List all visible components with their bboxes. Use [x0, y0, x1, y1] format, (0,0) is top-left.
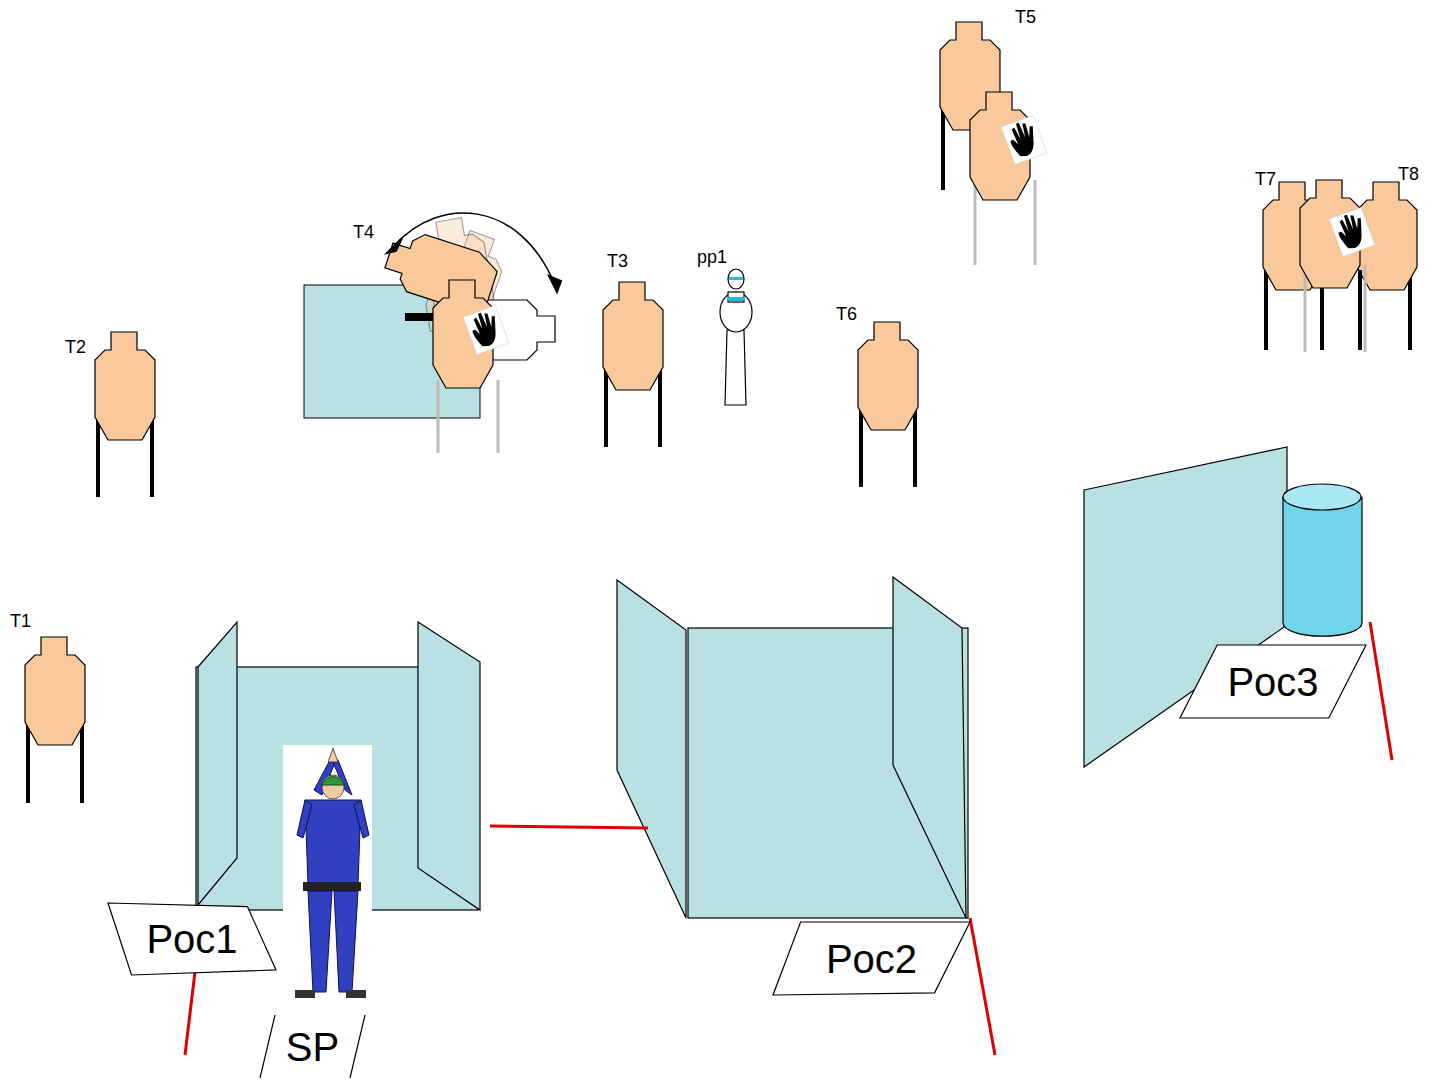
wall — [617, 577, 968, 918]
position-label: Poc3 — [1227, 662, 1318, 702]
position-label: Poc1 — [146, 919, 237, 959]
target-label: pp1 — [697, 248, 727, 266]
target-label: T7 — [1255, 170, 1276, 188]
position-box: Poc3 — [1180, 645, 1366, 718]
wall — [196, 622, 480, 910]
shooter — [283, 745, 372, 1003]
target-group — [940, 22, 1047, 265]
position-box: Poc2 — [773, 922, 970, 995]
target-label: T2 — [65, 338, 86, 356]
target-label: T5 — [1015, 8, 1036, 26]
target — [603, 282, 663, 447]
target-label: T4 — [353, 223, 374, 241]
popper — [720, 269, 752, 405]
target-label: T3 — [607, 252, 628, 270]
wall — [1084, 447, 1287, 767]
swinger-target — [304, 213, 561, 453]
target — [25, 637, 85, 803]
target-label: T6 — [836, 305, 857, 323]
target — [858, 322, 918, 487]
target-label: T8 — [1398, 165, 1419, 183]
position-label: SP — [286, 1027, 339, 1067]
target-group — [1263, 180, 1417, 352]
fault-line — [185, 622, 1392, 1055]
position-box: Poc1 — [108, 903, 276, 975]
target — [95, 332, 155, 497]
position-box: SP — [250, 1015, 375, 1078]
position-label: Poc2 — [826, 939, 917, 979]
barrel — [1283, 484, 1362, 636]
target-label: T1 — [10, 612, 31, 630]
